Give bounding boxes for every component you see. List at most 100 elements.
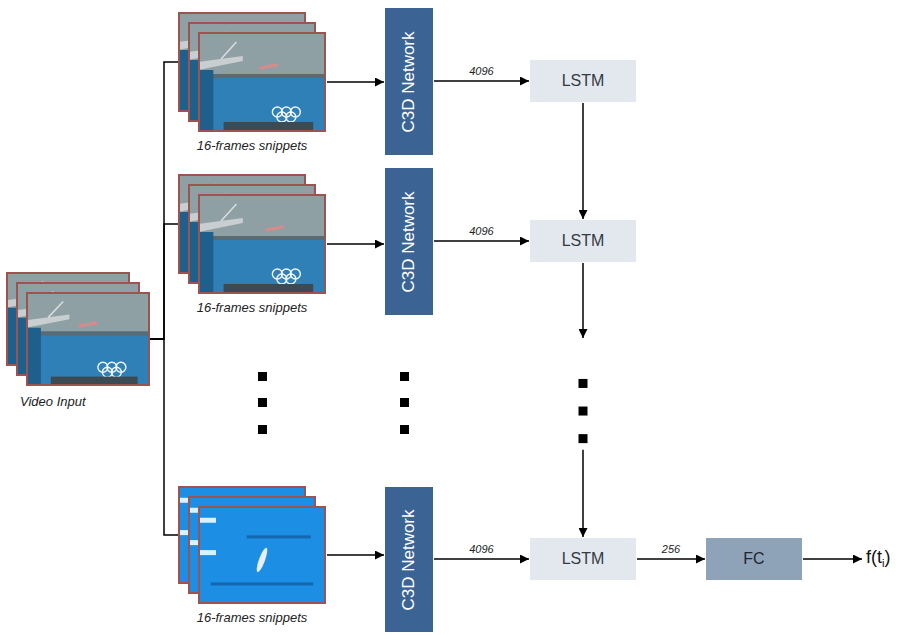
ellipsis-dot <box>579 434 588 443</box>
ellipsis-dot <box>258 425 267 434</box>
arrow-connector <box>637 559 705 560</box>
edge-label: 4096 <box>467 225 495 237</box>
arrow-connector <box>434 559 529 560</box>
illustration-part <box>198 56 243 70</box>
network-label: C3D Network <box>399 509 419 610</box>
frame-stack <box>178 174 326 294</box>
split-bracket <box>150 224 178 339</box>
video-frames <box>6 272 150 386</box>
arrow-connector <box>327 555 384 556</box>
connector-segment <box>434 80 529 82</box>
arrow-connector <box>434 81 529 82</box>
illustration-part <box>198 194 326 294</box>
illustration-part <box>198 32 326 132</box>
connector-segment <box>150 62 178 339</box>
arrow-connector <box>327 82 384 83</box>
lstm-label: LSTM <box>562 72 605 90</box>
snippet-stack: 16-frames snippets <box>178 12 326 153</box>
illustration-part <box>198 232 213 294</box>
illustration-part <box>26 331 150 335</box>
output-text: f(t <box>866 547 882 567</box>
caption: 16-frames snippets <box>178 138 326 153</box>
frame-stack <box>178 12 326 132</box>
connector-segment <box>582 103 584 219</box>
connector-segment <box>434 240 529 242</box>
illustration-part <box>198 74 326 78</box>
illustration-part <box>26 328 41 386</box>
output-arrow <box>803 558 862 560</box>
split-bracket <box>150 62 178 339</box>
ellipsis-dot <box>400 398 409 407</box>
snippet-frames <box>178 486 326 604</box>
illustration-part <box>26 292 150 331</box>
connector-segment <box>637 558 705 560</box>
illustration-part <box>260 65 276 68</box>
ellipsis-dot <box>400 372 409 381</box>
connector-segment <box>582 263 584 338</box>
caption: 16-frames snippets <box>178 300 326 315</box>
illustration-part <box>27 293 149 385</box>
illustration-part <box>199 33 325 131</box>
connector-segment <box>150 339 178 535</box>
network-box: C3D Network <box>385 487 433 632</box>
edge-label: 4096 <box>467 65 495 77</box>
illustration-part <box>198 194 326 236</box>
snippet-frames <box>178 12 326 132</box>
fc-label: FC <box>743 550 764 568</box>
snippet-stack: 16-frames snippets <box>178 486 326 625</box>
arrow-connector <box>327 244 384 245</box>
illustration-part <box>267 227 283 230</box>
illustration-part <box>198 506 326 604</box>
lstm-label: LSTM <box>562 550 605 568</box>
fc-box: FC <box>706 538 802 580</box>
connector-segment <box>434 558 529 560</box>
illustration-part <box>198 32 326 74</box>
illustration-part <box>221 42 236 59</box>
illustration-part <box>198 506 326 604</box>
illustration-part <box>211 582 313 585</box>
lstm-label: LSTM <box>562 232 605 250</box>
frame-stack <box>6 272 150 386</box>
illustration-part <box>198 194 326 294</box>
ellipsis-dot <box>258 372 267 381</box>
snippet-frames <box>178 174 326 294</box>
output-label: f(ti) <box>866 547 890 569</box>
ellipsis-dot <box>258 398 267 407</box>
output-text: ) <box>884 547 890 567</box>
illustration-part <box>111 367 121 377</box>
illustration-part <box>26 292 150 386</box>
lstm-box: LSTM <box>530 60 636 102</box>
lstm-box: LSTM <box>530 538 636 580</box>
connector-segment <box>327 554 384 556</box>
connector-segment <box>327 81 384 83</box>
arrow-connector <box>579 263 588 537</box>
illustration-part <box>286 112 296 122</box>
illustration-part <box>199 507 325 603</box>
caption: Video Input <box>6 394 150 409</box>
illustration-part <box>255 547 270 573</box>
ellipsis-dot <box>400 425 409 434</box>
caption: 16-frames snippets <box>178 610 326 625</box>
illustration-part <box>247 535 311 538</box>
illustration-part <box>198 550 216 555</box>
ellipsis-dot <box>579 407 588 416</box>
illustration-part <box>48 301 63 317</box>
lstm-box: LSTM <box>530 220 636 262</box>
illustration-part <box>198 236 326 240</box>
arrow-connector <box>583 103 584 219</box>
split-bracket <box>150 339 178 535</box>
network-box: C3D Network <box>385 8 433 155</box>
illustration-part <box>198 518 216 523</box>
ellipsis-dot <box>579 379 588 388</box>
snippet-stack: 16-frames snippets <box>178 174 326 315</box>
connector-segment <box>150 224 178 339</box>
edge-label: 256 <box>660 543 682 555</box>
connector-segment <box>327 243 384 245</box>
illustration-part <box>26 315 69 328</box>
illustration-part <box>26 292 150 386</box>
illustration-part <box>199 195 325 293</box>
illustration-part <box>198 32 326 132</box>
